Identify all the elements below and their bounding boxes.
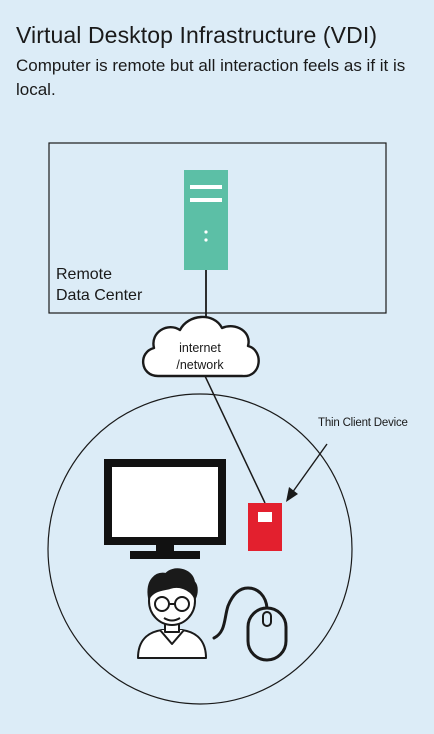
data-center-label-line2: Data Center	[56, 287, 143, 304]
cloud-label: internet /network	[158, 340, 242, 374]
thin-client-icon	[248, 503, 282, 551]
mouse-icon	[212, 586, 288, 662]
data-center-box	[48, 142, 387, 314]
monitor-icon	[104, 459, 226, 559]
cloud-label-line2: /network	[176, 358, 224, 372]
data-center-label-line1: Remote	[56, 266, 113, 283]
page-subtitle: Computer is remote but all interaction f…	[16, 56, 406, 99]
user-icon	[137, 568, 207, 659]
cloud-label-line1: internet	[179, 341, 221, 355]
thin-client-label: Thin Client Device	[318, 417, 408, 429]
local-environment-circle	[47, 393, 353, 705]
network-link-line	[204, 375, 266, 504]
server-icon	[184, 170, 228, 270]
page-title: Virtual Desktop Infrastructure (VDI)	[16, 22, 378, 48]
data-center-label: Remote Data Center	[56, 264, 142, 306]
arrow-icon	[286, 443, 328, 502]
cloud-icon	[142, 315, 260, 378]
